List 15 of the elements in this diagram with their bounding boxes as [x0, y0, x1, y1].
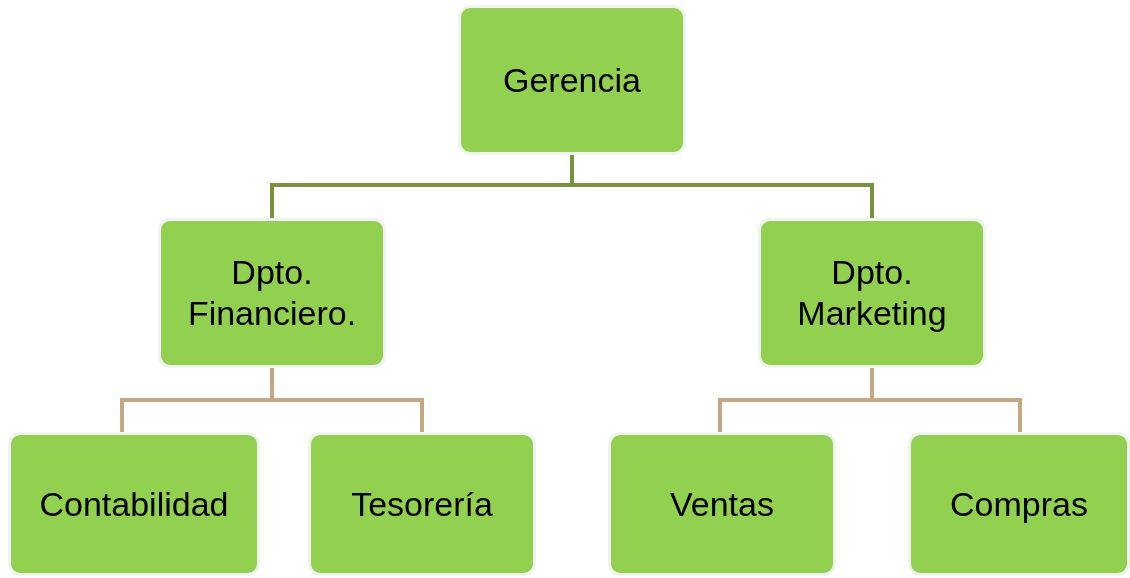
box-label: Ventas: [670, 483, 774, 525]
box-label: Dpto. Marketing: [796, 252, 948, 334]
org-box: [158, 218, 386, 368]
box-label: Tesorería: [351, 483, 493, 525]
box-label: Contabilidad: [39, 483, 229, 525]
box-label: Dpto. Financiero.: [186, 252, 358, 334]
org-box: [458, 5, 686, 155]
connector-line: [570, 155, 874, 218]
org-box: [908, 432, 1130, 576]
org-box: [608, 432, 836, 576]
org-box: [8, 432, 260, 576]
org-box: [758, 218, 986, 368]
org-box: [308, 432, 536, 576]
box-label: Compras: [950, 483, 1088, 525]
box-label: Gerencia: [503, 59, 641, 101]
